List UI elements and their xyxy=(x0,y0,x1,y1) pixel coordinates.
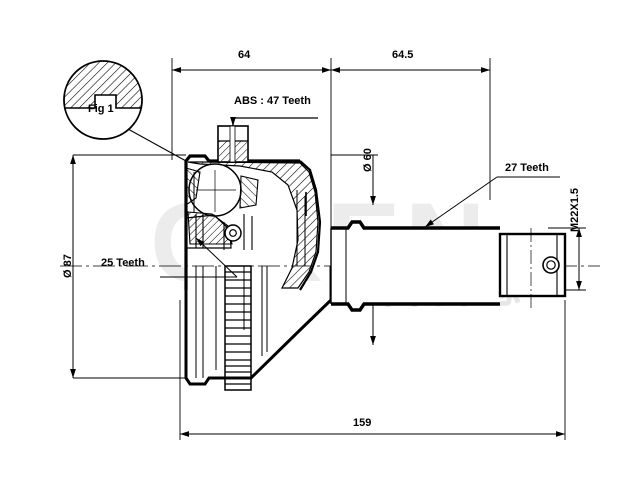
threaded-shaft-end xyxy=(498,228,567,310)
dimension-group-total-length xyxy=(179,300,566,440)
annotation-outer-teeth: 27 Teeth xyxy=(505,162,549,174)
dimension-label-64-5: 64.5 xyxy=(392,49,414,61)
inner-ball-cage-assembly xyxy=(184,161,259,290)
abs-tone-ring-teeth xyxy=(224,265,252,391)
drive-shaft xyxy=(330,220,500,312)
dimension-label-thread: M22X1.5 xyxy=(569,187,581,232)
boot-lower-housing xyxy=(184,190,333,386)
abs-sensor-ring xyxy=(217,125,249,163)
fig1-leader-line xyxy=(127,128,187,162)
dimension-label-dia60: Ø 60 xyxy=(362,148,374,172)
fig1-label: Fig 1 xyxy=(88,103,114,115)
annotation-leader-lines xyxy=(160,117,560,278)
fig1-detail-circle xyxy=(63,60,143,140)
annotation-inner-teeth: 25 Teeth xyxy=(101,257,145,269)
annotation-abs-teeth: ABS : 47 Teeth xyxy=(234,95,311,107)
dimension-label-159: 159 xyxy=(353,417,372,429)
dimension-group-dia87 xyxy=(70,154,186,379)
dimension-label-dia87: Ø 87 xyxy=(62,254,74,278)
dimension-label-64: 64 xyxy=(238,49,251,61)
